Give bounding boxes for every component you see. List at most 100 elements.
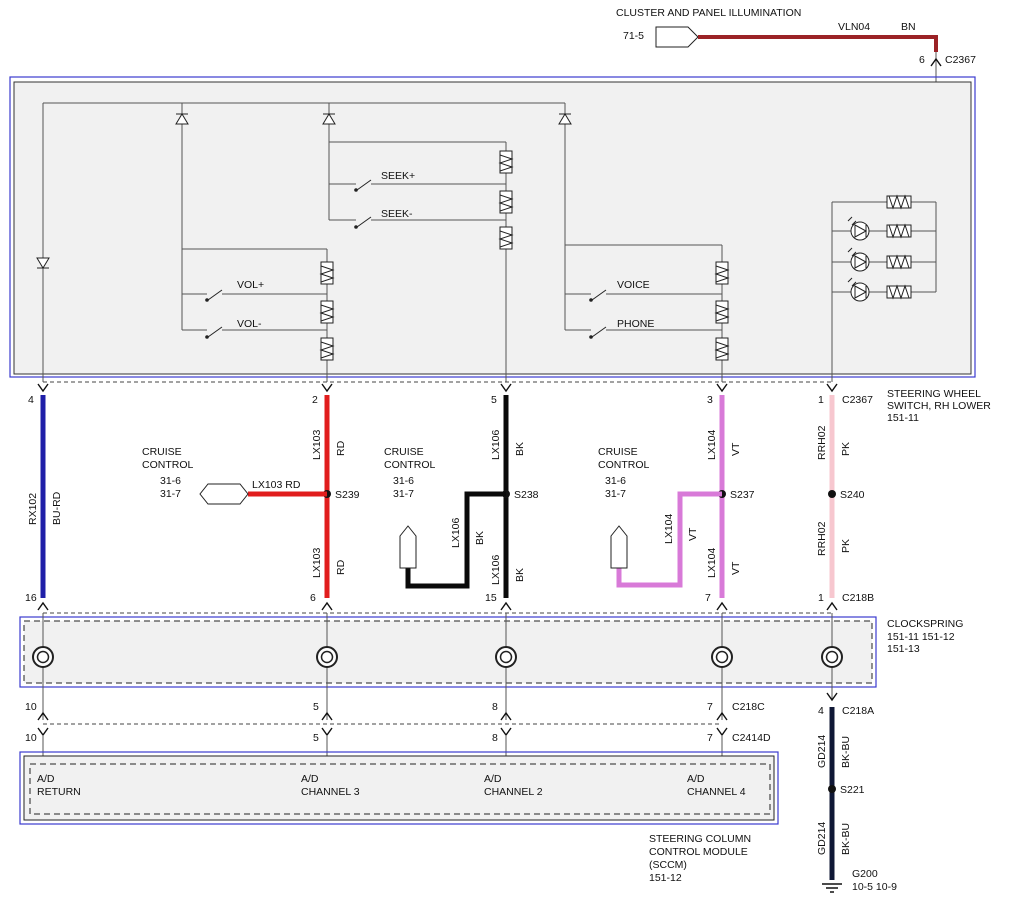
- c2414d-pin-ch2: 8: [492, 732, 498, 744]
- rrh02-color-label-lower: PK: [840, 539, 852, 553]
- resistor-icon: [886, 284, 912, 300]
- led-icon: [847, 277, 870, 302]
- voice-switch: [589, 289, 607, 302]
- sccm-name-line2: CONTROL MODULE: [649, 846, 748, 858]
- splice-s237-label: S237: [730, 489, 755, 501]
- splice-s221-label: S221: [840, 784, 865, 796]
- cruise-control-branch-lx106: LX106 BK CRUISE CONTROL 31-6 31-7: [384, 446, 506, 589]
- lx104-circuit-label-upper: LX104: [706, 429, 718, 460]
- lx106-color-label-upper: BK: [514, 442, 526, 456]
- sccm-name-line3: (SCCM): [649, 859, 687, 871]
- splice-s221: [828, 785, 836, 793]
- resistor-icon: [319, 300, 335, 324]
- c218b-pin-rx102: 16: [25, 592, 37, 604]
- resistor-icon: [886, 194, 912, 210]
- phone-switch: [589, 326, 607, 339]
- c2367-connector-label: C2367: [842, 394, 873, 406]
- diode-icon: [36, 257, 50, 269]
- lx103-circuit-label-upper: LX103: [311, 429, 323, 460]
- sccm-channel-4-l1: A/D: [687, 773, 705, 785]
- cruise-label-line2: CONTROL: [142, 459, 193, 471]
- lx106-branch-circuit: LX106: [450, 517, 462, 548]
- cruise-ref1: 31-6: [393, 475, 414, 487]
- c218c-pin-return: 10: [25, 701, 37, 713]
- gd214-color-upper: BK-BU: [840, 736, 852, 768]
- cruise-control-branch-lx103: LX103 RD CRUISE CONTROL 31-6 31-7: [142, 446, 327, 505]
- resistor-icon: [498, 190, 514, 214]
- c218a-connector-label: C218A: [842, 705, 874, 717]
- c218c-connector-label: C218C: [732, 701, 765, 713]
- lx106-circuit-label-upper: LX106: [490, 429, 502, 460]
- clockspring-refs1: 151-11 151-12: [887, 631, 955, 643]
- c218b-pin-rrh02: 1: [818, 592, 824, 604]
- led-icon: [847, 247, 870, 272]
- rx102-color-label: BU-RD: [51, 491, 63, 525]
- vln04-color-label: BN: [901, 21, 916, 33]
- c2414d-connector-label: C2414D: [732, 732, 771, 744]
- diode-icon: [558, 113, 572, 125]
- lx103-circuit-label-lower: LX103: [311, 547, 323, 578]
- gd214-circuit-lower: GD214: [816, 822, 828, 855]
- vln04-circuit-label: VLN04: [838, 21, 870, 33]
- seek-plus-switch: [354, 179, 372, 192]
- resistor-icon: [498, 150, 514, 174]
- steering-wheel-switch-module: SEEK+ SEEK- VOL+ VOL-: [9, 76, 976, 382]
- c218c-pin-ch4: 7: [707, 701, 713, 713]
- seek-minus-label: SEEK-: [381, 208, 413, 220]
- sccm-channel-return-l1: A/D: [37, 773, 55, 785]
- cruise-control-branch-lx104: LX104 VT CRUISE CONTROL 31-6 31-7: [598, 446, 722, 588]
- lx104-circuit-label-lower: LX104: [706, 547, 718, 578]
- vol-minus-label: VOL-: [237, 318, 262, 330]
- ground-label: G200: [852, 868, 878, 880]
- splice-s239-label: S239: [335, 489, 360, 501]
- coil-icon: [821, 646, 843, 668]
- splice-s238-label: S238: [514, 489, 539, 501]
- lx104-color-label-upper: VT: [730, 442, 742, 456]
- c2414d-pin-arrows: [37, 727, 728, 737]
- cruise-ref2: 31-7: [605, 488, 626, 500]
- gd214-circuit-upper: GD214: [816, 735, 828, 768]
- c218b-pin-lx103: 6: [310, 592, 316, 604]
- c2367-pin-arrows: [37, 383, 838, 393]
- c218c-pin-ch2: 8: [492, 701, 498, 713]
- c218b-pin-lx106: 15: [485, 592, 497, 604]
- sccm-channel-2-l1: A/D: [484, 773, 502, 785]
- coil-icon: [316, 646, 338, 668]
- cruise-label-line2: CONTROL: [384, 459, 435, 471]
- diode-icon: [322, 113, 336, 125]
- resistor-icon: [498, 226, 514, 250]
- clockspring-refs2: 151-13: [887, 643, 920, 655]
- illumination-ref: 71-5: [623, 30, 644, 42]
- clockspring: [19, 613, 877, 720]
- c218a-pin: 4: [818, 705, 824, 717]
- lx104-color-label-lower: VT: [730, 561, 742, 575]
- vol-plus-switch: [205, 289, 223, 302]
- c2414d-pin-ch3: 5: [313, 732, 319, 744]
- sccm-channel-3-l1: A/D: [301, 773, 319, 785]
- vln04-wire: [698, 35, 938, 52]
- cruise-ref2: 31-7: [160, 488, 181, 500]
- gd214-color-lower: BK-BU: [840, 823, 852, 855]
- rrh02-color-label-upper: PK: [840, 442, 852, 456]
- resistor-icon: [886, 254, 912, 270]
- switch-module-name-line1: STEERING WHEEL: [887, 388, 981, 400]
- c2367-pin-lx106: 5: [491, 394, 497, 406]
- ground-branch: [822, 692, 842, 893]
- cruise-ref1: 31-6: [605, 475, 626, 487]
- phone-label: PHONE: [617, 318, 654, 330]
- switch-module-ref: 151-11: [887, 412, 919, 424]
- c2367-top-connector-label: C2367: [945, 54, 976, 66]
- cruise-label-line1: CRUISE: [142, 446, 182, 458]
- coil-icon: [495, 646, 517, 668]
- c218c-pin-arrows: [37, 711, 728, 721]
- lx104-branch-color: VT: [687, 527, 699, 541]
- vol-plus-label: VOL+: [237, 279, 264, 291]
- rrh02-circuit-label-lower: RRH02: [816, 521, 828, 556]
- diode-icon: [175, 113, 189, 125]
- lx106-circuit-label-lower: LX106: [490, 554, 502, 585]
- resistor-icon: [886, 223, 912, 239]
- clockspring-label: CLOCKSPRING: [887, 618, 963, 630]
- c218b-connector-label: C218B: [842, 592, 874, 604]
- lx106-color-label-lower: BK: [514, 568, 526, 582]
